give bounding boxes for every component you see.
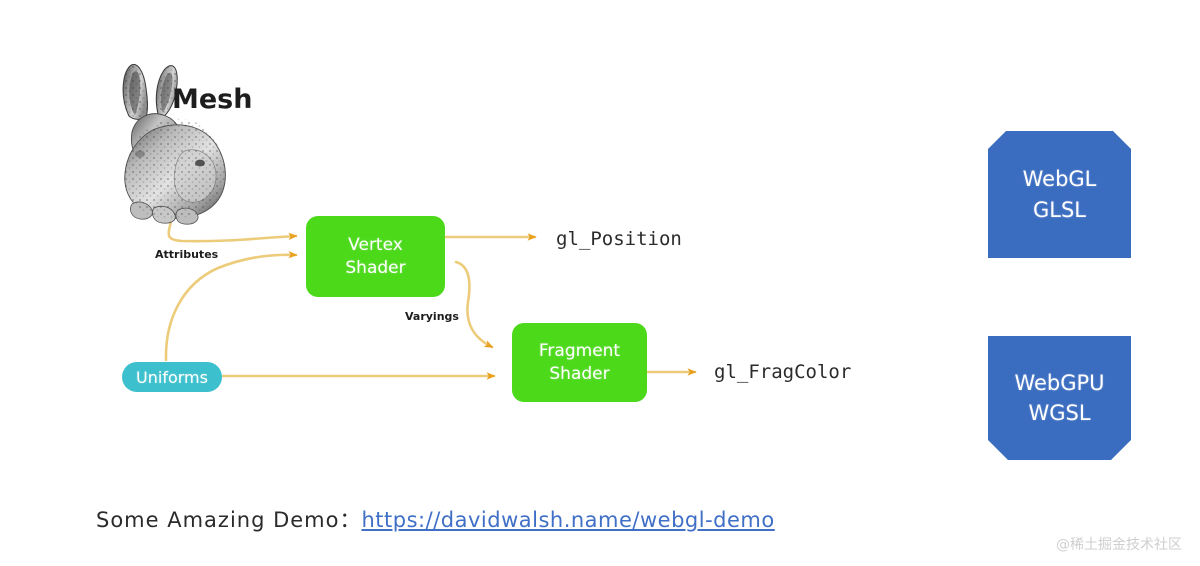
watermark: @稀土掘金技术社区 — [1056, 537, 1182, 553]
api-tile-webgpu[interactable]: WebGPU WGSL — [988, 336, 1131, 460]
api-tile-webgl-line1: WebGL — [1022, 167, 1097, 192]
output-gl-fragcolor: gl_FragColor — [714, 361, 852, 383]
edge-vertex-to-fragment — [454, 260, 494, 349]
node-fragment-shader-line1: Fragment — [538, 340, 621, 361]
footer-demo-line: Some Amazing Demo：https://davidwalsh.nam… — [96, 504, 775, 534]
node-uniforms[interactable]: Uniforms — [122, 362, 222, 392]
api-tile-webgpu-line2: WGSL — [1028, 401, 1091, 425]
node-vertex-shader[interactable]: Vertex Shader — [306, 216, 445, 297]
footer-demo-prefix: Some Amazing Demo： — [96, 508, 362, 532]
node-uniforms-label: Uniforms — [136, 367, 208, 387]
node-fragment-shader-line2: Shader — [549, 363, 610, 384]
demo-link[interactable]: https://davidwalsh.name/webgl-demo — [361, 508, 775, 532]
output-gl-position: gl_Position — [556, 228, 682, 250]
node-vertex-shader-line1: Vertex — [348, 234, 403, 255]
edge-label-varyings: Varyings — [405, 310, 459, 323]
api-tile-webgpu-line1: WebGPU — [1014, 370, 1105, 395]
api-tile-webgl[interactable]: WebGL GLSL — [988, 131, 1131, 258]
edge-label-attributes: Attributes — [155, 248, 219, 261]
edge-uniforms-to-vertex — [164, 250, 298, 362]
stanford-bunny-mesh-icon — [122, 64, 226, 225]
node-fragment-shader[interactable]: Fragment Shader — [512, 323, 647, 402]
api-tile-webgl-line2: GLSL — [1032, 197, 1086, 222]
mesh-group: Mesh — [96, 58, 252, 238]
mesh-label: Mesh — [172, 84, 253, 115]
node-vertex-shader-line2: Shader — [345, 257, 406, 278]
